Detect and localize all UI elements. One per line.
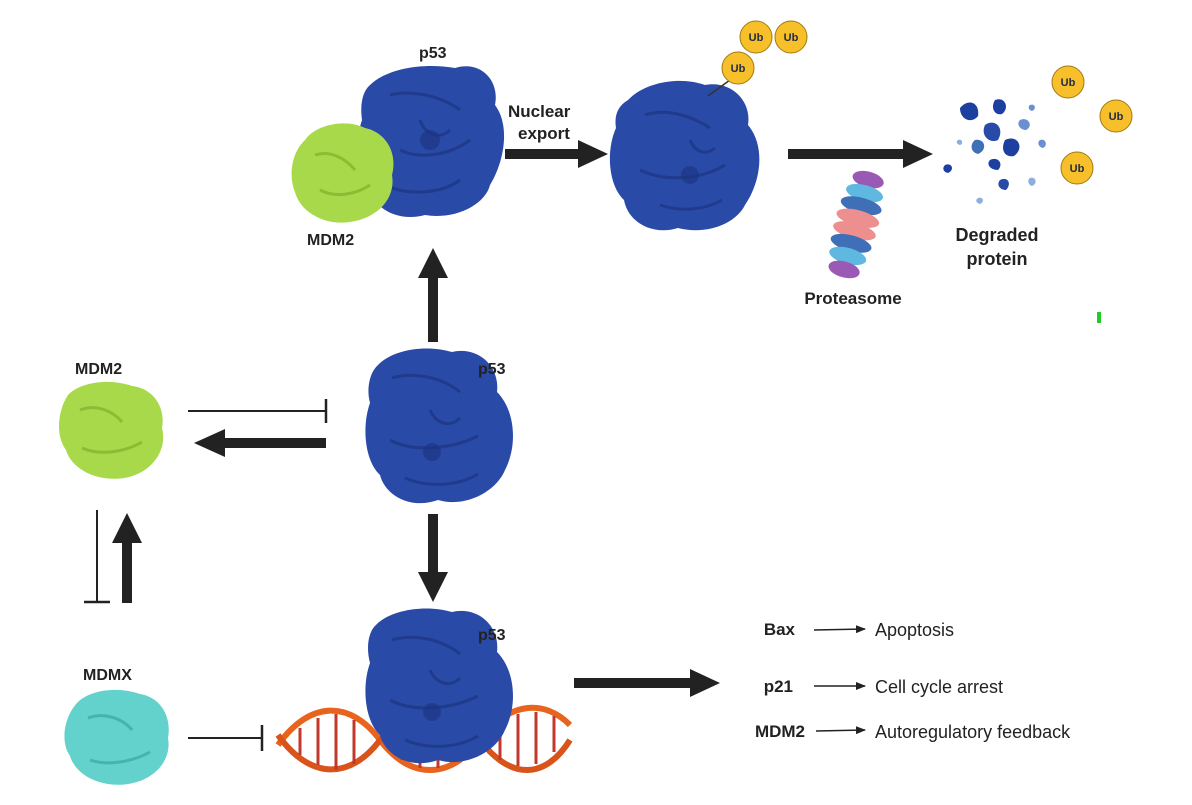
ub-label: Ub [1109, 111, 1124, 123]
ub-label: Ub [784, 32, 799, 44]
mdmx-label: MDMX [83, 667, 132, 684]
target-arrow [815, 726, 866, 735]
degraded-protein-label-line2: protein [967, 249, 1028, 269]
p53-center-label: p53 [478, 361, 506, 378]
ub-circle-icon: Ub [1060, 151, 1094, 185]
target-gene-label: p21 [764, 677, 793, 696]
mdm2-top-protein-icon [291, 123, 394, 223]
ub-label: Ub [1070, 163, 1085, 175]
ub-circle-icon: Ub [721, 51, 755, 85]
ub-chain-link [707, 79, 731, 97]
inhibition-line-mdm2-mdmx [84, 510, 110, 604]
p53-bottom-protein-icon [365, 608, 513, 764]
ub-label: Ub [731, 63, 746, 75]
arrow-p53-to-complex [418, 248, 448, 342]
ub-circle-icon: Ub [739, 20, 773, 54]
ub-label: Ub [749, 32, 764, 44]
target-arrow [813, 625, 866, 634]
target-gene-label: MDM2 [755, 722, 805, 741]
ub-circle-icon: Ub [1099, 99, 1133, 133]
nuclear-export-label-line2: export [518, 124, 570, 143]
target-outcome-label: Autoregulatory feedback [875, 722, 1071, 742]
target-outcome-label: Cell cycle arrest [875, 677, 1003, 697]
p53-center-protein-icon [365, 348, 513, 504]
p53-top-label: p53 [419, 45, 447, 62]
p53-ubiquitinated-protein-icon [609, 80, 760, 231]
degradation-arrow [788, 140, 933, 168]
green-marker [1097, 312, 1101, 323]
degraded-protein-fragments-icon [943, 99, 1046, 204]
proteasome-icon [828, 170, 884, 279]
inhibition-line-mdmx-p53 [188, 725, 264, 751]
target-gene-label: Bax [764, 620, 796, 639]
proteasome-label: Proteasome [804, 289, 901, 308]
transcription-arrow [574, 669, 720, 697]
mdm2-left-label: MDM2 [75, 361, 122, 378]
ub-circle-icon: Ub [774, 20, 808, 54]
p53-top-protein-icon [357, 65, 505, 218]
arrow-mdmx-to-mdm2 [112, 513, 142, 603]
mdm2-top-label: MDM2 [307, 232, 354, 249]
ub-circle-icon: Ub [1051, 65, 1085, 99]
ub-label: Ub [1061, 77, 1076, 89]
mdmx-protein-icon [64, 689, 169, 785]
nuclear-export-label-line1: Nuclear [508, 102, 571, 121]
inhibition-line-mdm2-p53 [188, 399, 328, 423]
target-row-mdm2: MDM2 Autoregulatory feedback [755, 722, 1071, 742]
degraded-protein-label-line1: Degraded [955, 225, 1038, 245]
nuclear-export-arrow [505, 140, 608, 168]
target-outcome-label: Apoptosis [875, 620, 954, 640]
target-row-p21: p21 Cell cycle arrest [764, 677, 1003, 697]
target-row-bax: Bax Apoptosis [764, 620, 954, 640]
p53-bottom-label: p53 [478, 627, 506, 644]
mdm2-left-protein-icon [59, 381, 164, 479]
arrow-p53-induces-mdm2 [194, 429, 326, 457]
arrow-p53-to-dna [418, 514, 448, 602]
